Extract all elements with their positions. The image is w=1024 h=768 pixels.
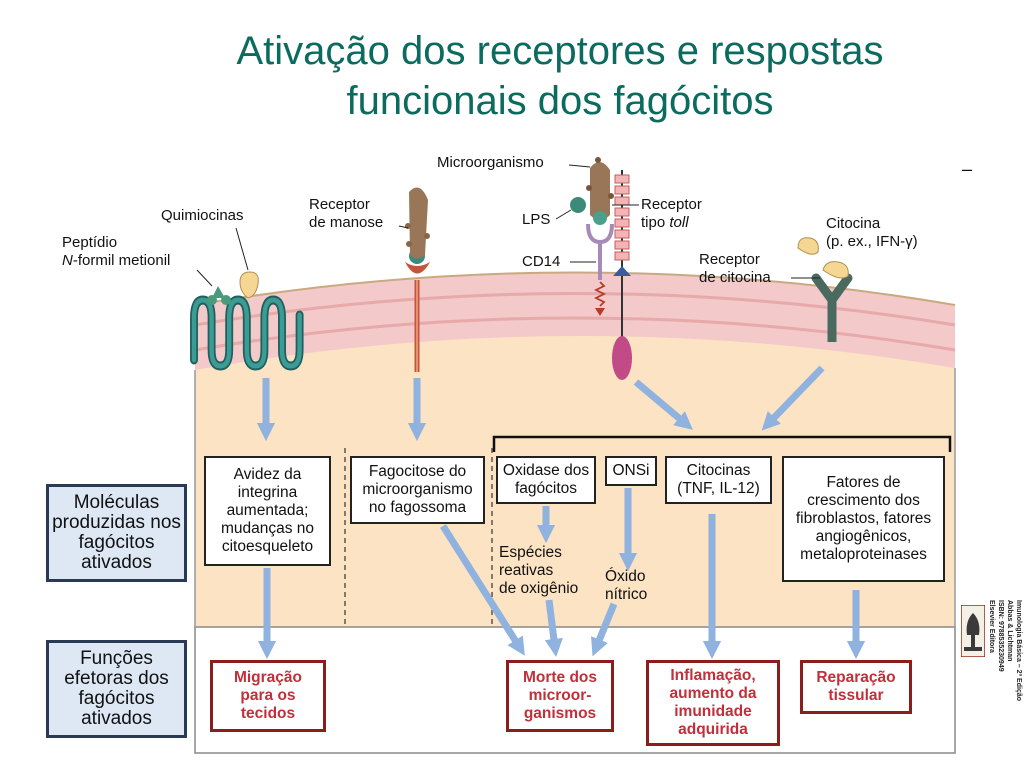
effect-inflamacao: Inflamação, aumento da imunidade adquiri… bbox=[646, 660, 780, 746]
stray-mark: – bbox=[962, 159, 973, 179]
label-quimiocinas: Quimiocinas bbox=[161, 207, 244, 224]
pathway-arrows bbox=[256, 365, 866, 660]
side-label-molecules: Moléculas produzidas nos fagócitos ativa… bbox=[46, 484, 187, 582]
label-oxido-nitrico: Óxido nítrico bbox=[605, 568, 648, 603]
side-label-functions: Funções efetoras dos fagócitos ativados bbox=[46, 640, 187, 738]
chemokine-receptor bbox=[190, 295, 304, 371]
mannose-receptor bbox=[405, 187, 430, 372]
label-peptidio: Peptídio N-formil metionil bbox=[62, 234, 171, 269]
box-onsi: ONSi bbox=[605, 456, 657, 486]
label-citocina: Citocina (p. ex., IFN-γ) bbox=[826, 215, 918, 250]
toll-like-receptor bbox=[612, 170, 632, 380]
chemokine-ligand bbox=[239, 271, 259, 299]
label-microorganismo: Microorganismo bbox=[437, 154, 544, 171]
bracket bbox=[492, 435, 952, 452]
formyl-peptide-ligand bbox=[207, 286, 231, 305]
page-title: Ativação dos receptores e respostas func… bbox=[236, 29, 884, 123]
effect-migracao: Migração para os tecidos bbox=[210, 660, 326, 732]
label-especies-reativas: Espécies reativas de oxigênio bbox=[499, 544, 579, 597]
label-receptor-citocina: Receptor de citocina bbox=[699, 251, 771, 286]
cytoplasm bbox=[195, 272, 955, 627]
book-credit: Imunologia Básica – 2ª Edição Abbas & Li… bbox=[988, 600, 1022, 702]
box-avidez: Avidez da integrina aumentada; mudanças … bbox=[204, 456, 331, 566]
microorganism-bacterium bbox=[570, 157, 614, 225]
cd14-receptor bbox=[586, 223, 614, 316]
label-receptor-manose: Receptor de manose bbox=[309, 196, 384, 231]
cytokine-receptor bbox=[797, 237, 853, 342]
effect-reparacao: Reparação tissular bbox=[800, 660, 912, 714]
cell-membrane bbox=[195, 272, 955, 370]
effect-morte: Morte dos microor-ganismos bbox=[506, 660, 614, 732]
elsevier-logo bbox=[961, 605, 985, 657]
box-fagocitose: Fagocitose do microorganismo no fagossom… bbox=[350, 456, 485, 524]
box-oxidase: Oxidase dos fagócitos bbox=[496, 456, 596, 504]
label-lps: LPS bbox=[522, 211, 551, 228]
box-citocinas: Citocinas (TNF, IL-12) bbox=[665, 456, 772, 504]
box-fatores: Fatores de crescimento dos fibroblastos,… bbox=[782, 456, 945, 582]
label-receptor-toll: Receptor tipo toll bbox=[641, 196, 702, 231]
label-cd14: CD14 bbox=[522, 253, 561, 270]
